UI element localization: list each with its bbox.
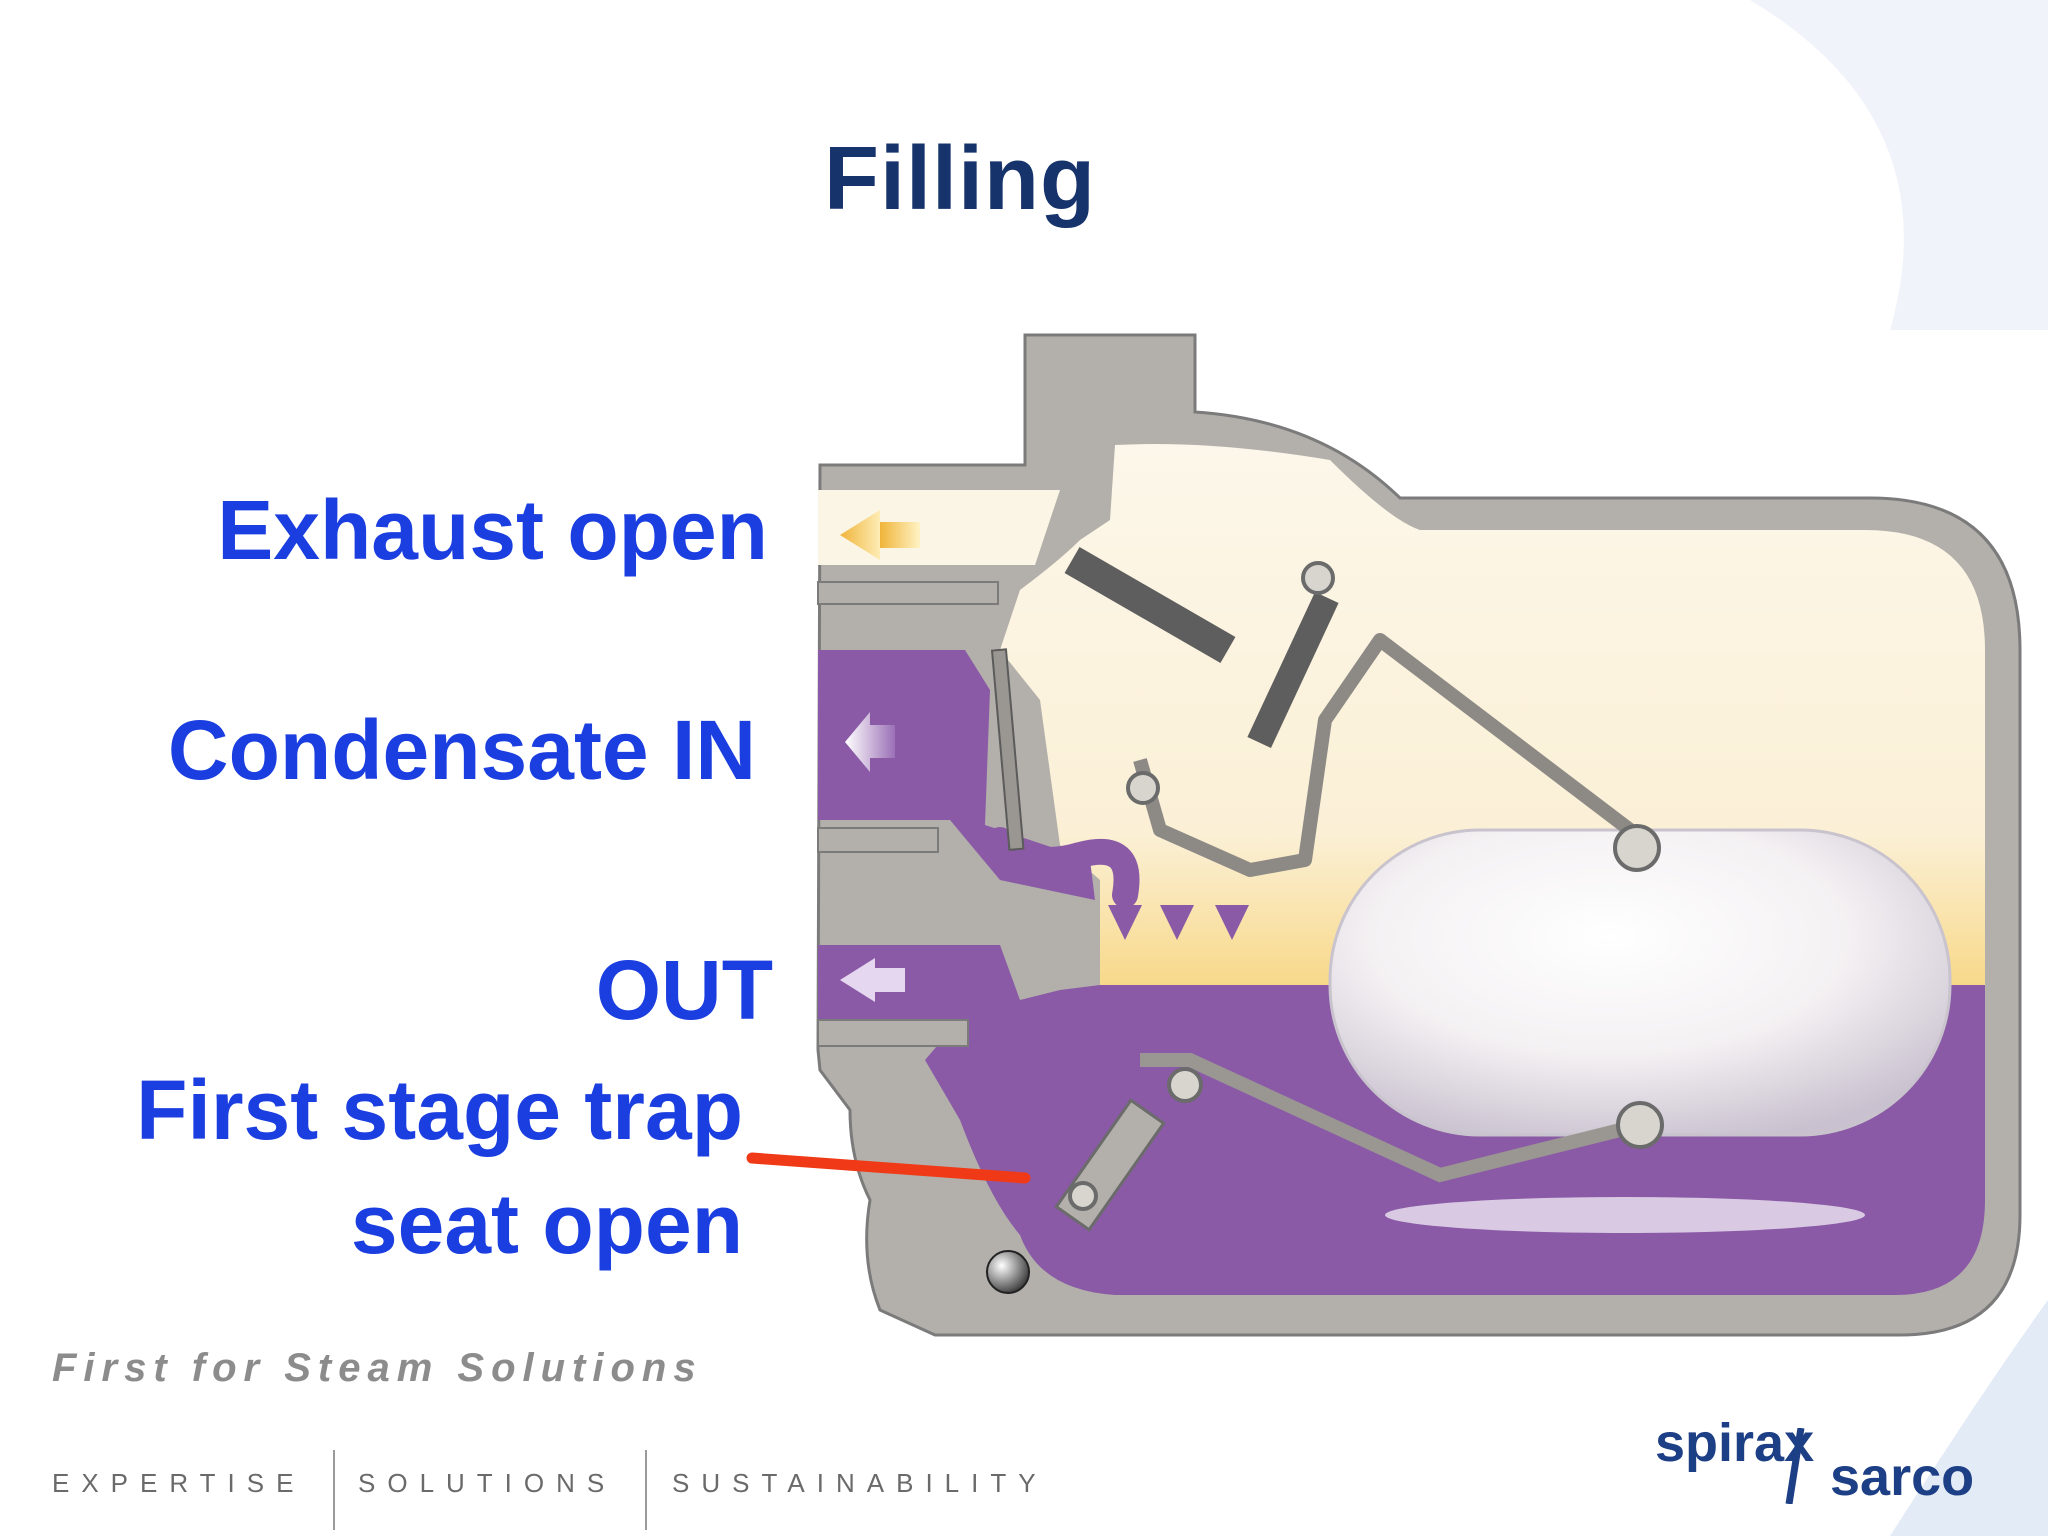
exhaust-valve-stem [1064,547,1236,663]
slide-title: Filling [824,129,1096,229]
snap-spring [1247,592,1339,748]
drip-arrow-2 [1160,905,1194,940]
spring-pivot [1301,561,1335,595]
inlet-channel [818,650,1095,900]
port-wall-2 [817,827,939,853]
upper-link-pivot [1126,771,1160,805]
logo-sarco: sarco [1830,1447,1975,1507]
swoosh-top-right [1750,0,2048,330]
exhaust-arrow-tail [880,522,920,548]
swoosh-bottom-right [1890,1300,2048,1536]
label-condensate-in: Condensate IN [167,703,756,797]
exhaust-arrow [840,510,885,560]
lower-linkage [1140,1053,1642,1183]
port-wall-1 [817,581,999,605]
float [1328,828,1952,1137]
inflow-curl [987,827,1140,908]
pointer-arrow [746,1152,1031,1184]
outlet-arrow [840,958,905,1002]
logo-slash-icon [1785,1428,1805,1504]
lower-pivot [1616,1101,1664,1149]
footer-divider [645,1450,647,1530]
label-exhaust-open: Exhaust open [217,483,768,577]
footer-expertise: EXPERTISE [52,1468,306,1498]
port-wall-3 [817,1019,969,1047]
trap-lever-pivot-1 [1167,1067,1203,1103]
footer-solutions: SOLUTIONS [358,1468,617,1498]
label-seat-open: seat open [350,1177,743,1271]
trap-ball [986,1250,1030,1294]
drip-arrow-3 [1215,905,1249,940]
drip-arrow-1 [1108,905,1142,940]
label-first-stage-trap: First stage trap [136,1063,743,1157]
upper-linkage [1133,633,1635,877]
upper-pivot [1613,824,1661,872]
inlet-arrow [845,712,895,772]
footer-sustainability: SUSTAINABILITY [672,1468,1048,1498]
inlet-flap [990,648,1025,851]
float-reflection [1385,1197,1865,1233]
tagline: First for Steam Solutions [52,1346,703,1390]
label-out: OUT [595,943,773,1037]
footer-divider [333,1450,335,1530]
logo-spirax: spirax [1655,1413,1815,1473]
trap-lever-pivot-2 [1068,1181,1098,1211]
